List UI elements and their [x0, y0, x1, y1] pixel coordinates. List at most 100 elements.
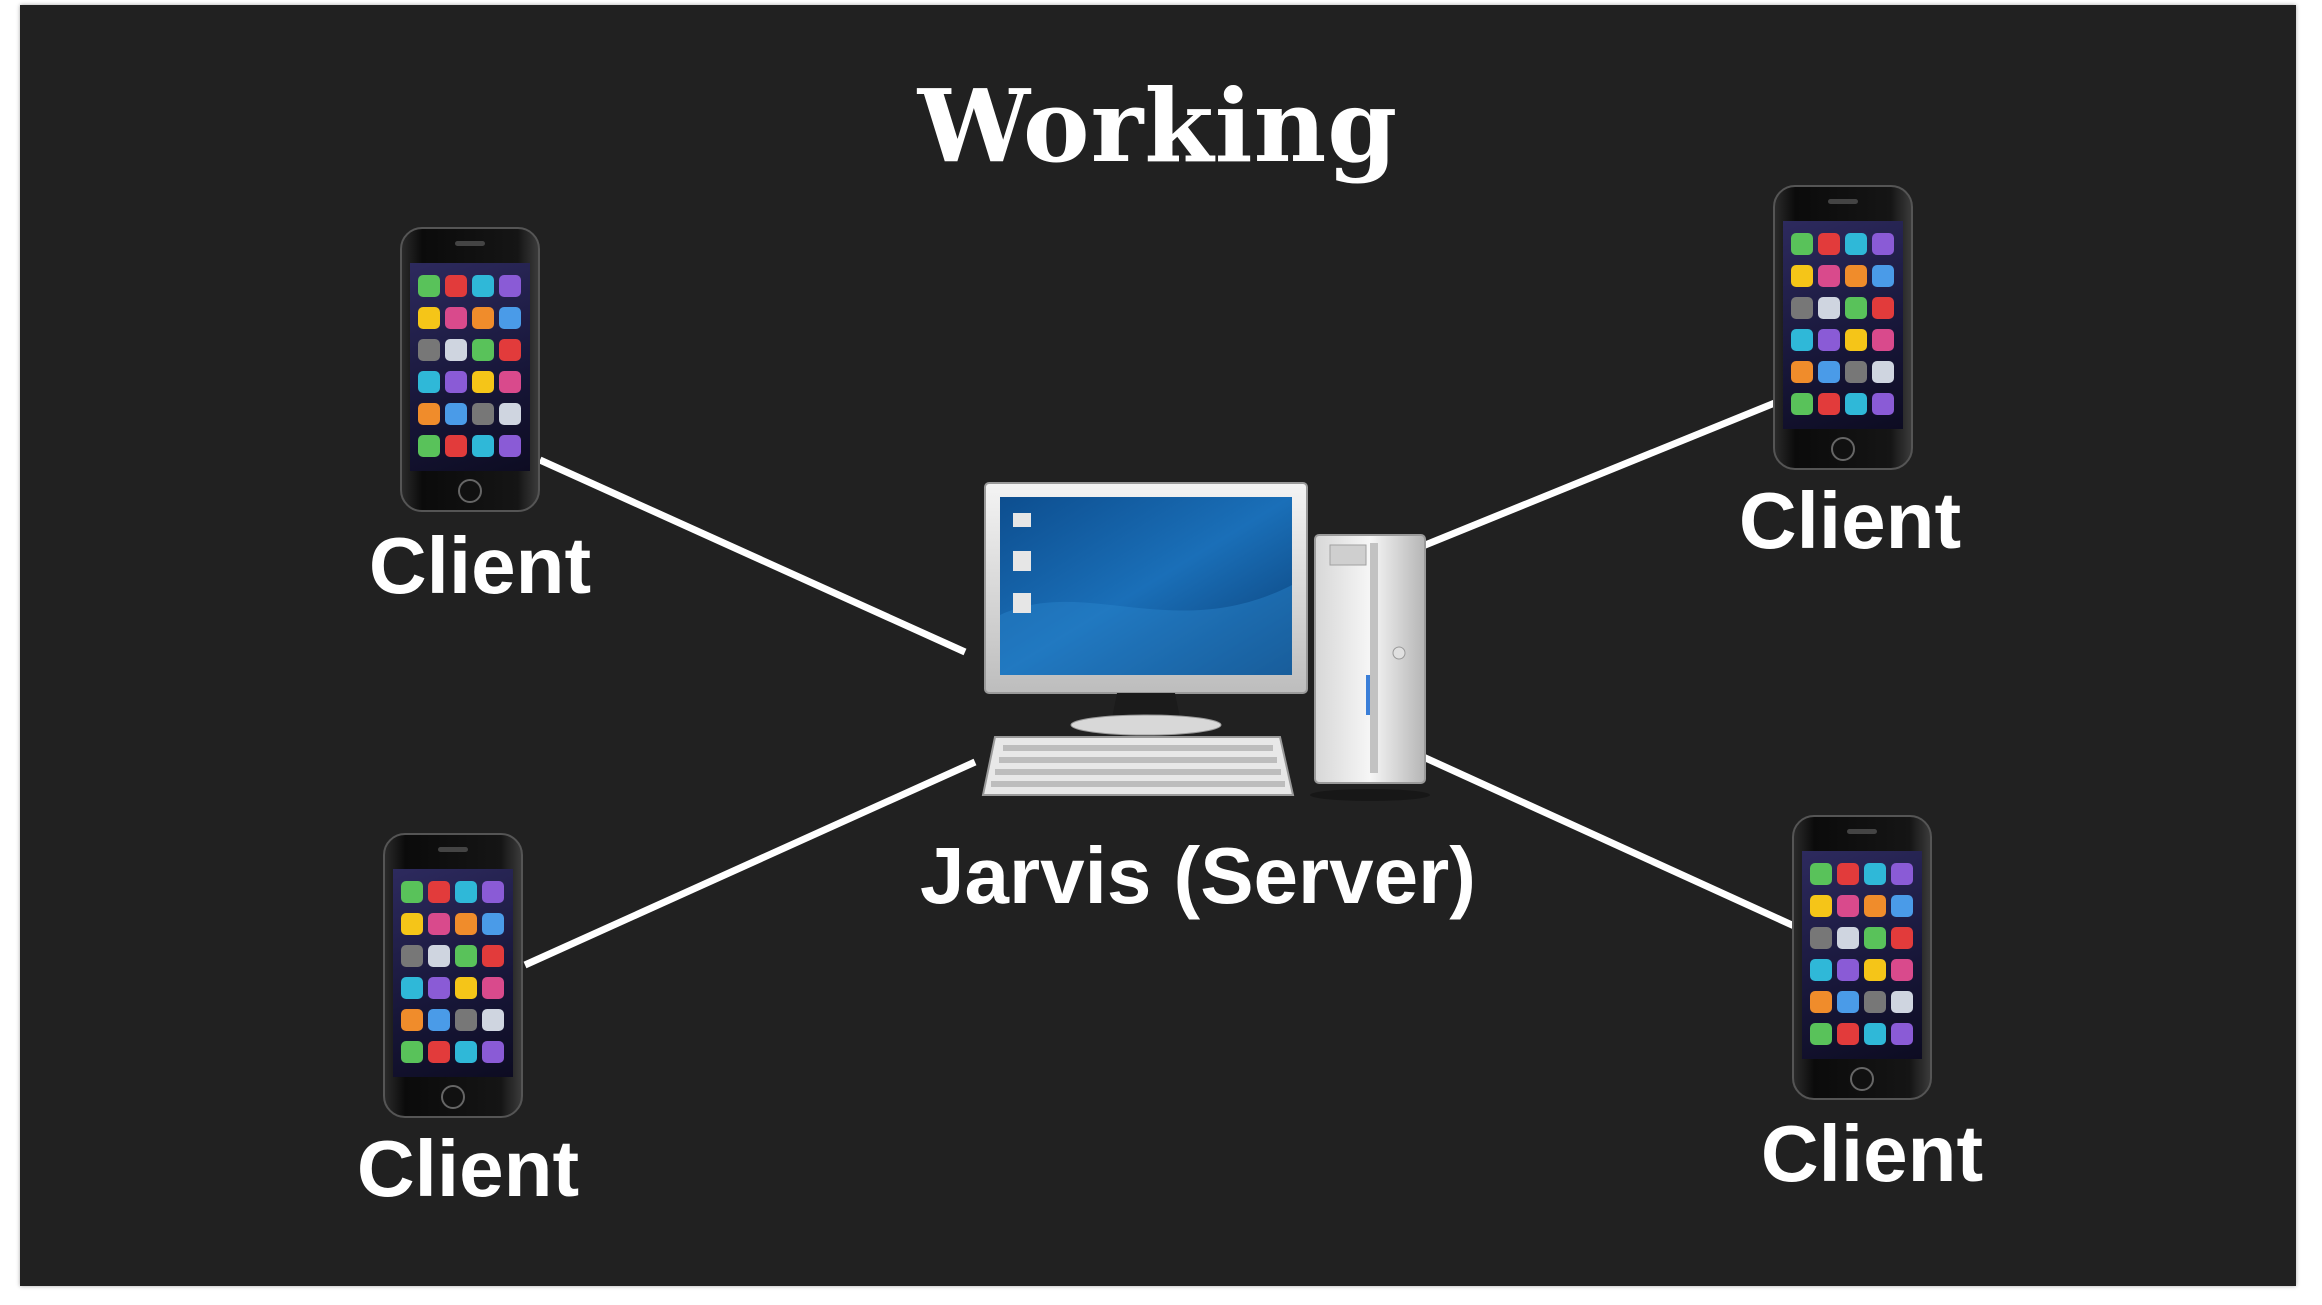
app-icon: [472, 371, 494, 393]
app-icon: [445, 403, 467, 425]
app-icon: [499, 403, 521, 425]
app-icon: [1810, 927, 1832, 949]
app-icon: [1810, 863, 1832, 885]
app-icon: [401, 1009, 423, 1031]
app-icon: [428, 945, 450, 967]
app-icon: [428, 881, 450, 903]
app-icon: [1864, 895, 1886, 917]
app-icon: [472, 339, 494, 361]
app-icon: [1872, 265, 1894, 287]
app-icon: [1864, 991, 1886, 1013]
app-icon: [482, 977, 504, 999]
app-icon: [1872, 393, 1894, 415]
link-top-left: [538, 456, 967, 656]
app-icon: [401, 881, 423, 903]
app-icon: [1818, 265, 1840, 287]
app-icon: [472, 307, 494, 329]
app-icon: [472, 403, 494, 425]
app-icon: [482, 881, 504, 903]
app-icon: [1810, 991, 1832, 1013]
app-icon: [401, 913, 423, 935]
client-label-bottom-left: Client: [356, 1124, 580, 1213]
slide: Working Client Client Client Client: [20, 5, 2296, 1286]
app-icon: [418, 275, 440, 297]
smartphone-icon: [400, 227, 540, 512]
app-icon: [1891, 959, 1913, 981]
app-icon: [1837, 1023, 1859, 1045]
app-icon: [401, 1041, 423, 1063]
app-icon: [1872, 361, 1894, 383]
app-icon: [418, 307, 440, 329]
app-icon: [482, 913, 504, 935]
link-top-right: [1406, 396, 1784, 556]
app-icon: [1891, 863, 1913, 885]
app-icon: [1864, 1023, 1886, 1045]
app-icon: [499, 339, 521, 361]
app-icon: [455, 977, 477, 999]
app-icon: [445, 275, 467, 297]
app-icon: [1818, 361, 1840, 383]
smartphone-icon: [383, 833, 523, 1118]
app-icon: [1810, 895, 1832, 917]
app-icon: [499, 435, 521, 457]
app-icon: [1845, 297, 1867, 319]
link-bottom-left: [523, 758, 977, 969]
app-icon: [1818, 393, 1840, 415]
app-icon: [1818, 329, 1840, 351]
app-icon: [1837, 863, 1859, 885]
app-icon: [1791, 393, 1813, 415]
app-icon: [1837, 895, 1859, 917]
app-icon: [418, 371, 440, 393]
app-icon: [1872, 297, 1894, 319]
app-icon: [1791, 329, 1813, 351]
app-icon: [455, 881, 477, 903]
app-icon: [428, 1009, 450, 1031]
app-icon: [499, 371, 521, 393]
app-icon: [1891, 927, 1913, 949]
app-icon: [499, 307, 521, 329]
app-icon: [1891, 895, 1913, 917]
app-icon: [1818, 233, 1840, 255]
app-icon: [1810, 1023, 1832, 1045]
app-icon: [1810, 959, 1832, 981]
app-icon: [401, 977, 423, 999]
slide-title: Working: [917, 67, 1399, 185]
app-icon: [1818, 297, 1840, 319]
app-icon: [482, 1041, 504, 1063]
app-icon: [418, 403, 440, 425]
app-icon: [1845, 329, 1867, 351]
client-label-top-left: Client: [368, 521, 592, 610]
app-icon: [1845, 393, 1867, 415]
app-icon: [1837, 991, 1859, 1013]
smartphone-icon: [1792, 815, 1932, 1100]
app-icon: [445, 307, 467, 329]
app-icon: [1864, 959, 1886, 981]
app-icon: [428, 913, 450, 935]
app-icon: [1845, 233, 1867, 255]
app-icon: [1791, 265, 1813, 287]
app-icon: [1837, 927, 1859, 949]
desktop-computer-icon: [981, 482, 1430, 801]
app-icon: [445, 339, 467, 361]
connection-lines: [523, 396, 1805, 969]
app-icon: [1864, 927, 1886, 949]
app-icon: [455, 1009, 477, 1031]
server-label: Jarvis (Server): [920, 831, 1476, 920]
app-icon: [499, 275, 521, 297]
app-icon: [1791, 361, 1813, 383]
client-label-bottom-right: Client: [1760, 1109, 1984, 1198]
link-bottom-right: [1406, 746, 1805, 934]
app-icon: [428, 977, 450, 999]
app-icon: [1872, 233, 1894, 255]
app-icon: [472, 435, 494, 457]
app-icon: [482, 1009, 504, 1031]
app-icon: [455, 913, 477, 935]
app-icon: [445, 371, 467, 393]
app-icon: [401, 945, 423, 967]
app-icon: [1864, 863, 1886, 885]
app-icon: [455, 1041, 477, 1063]
app-icon: [1845, 265, 1867, 287]
app-icon: [1872, 329, 1894, 351]
app-icon: [445, 435, 467, 457]
app-icon: [455, 945, 477, 967]
